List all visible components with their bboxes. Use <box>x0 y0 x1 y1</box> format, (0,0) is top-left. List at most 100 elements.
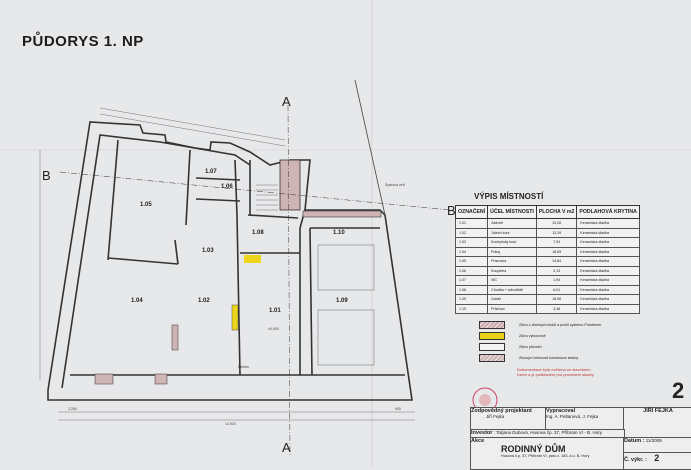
sheet-number: 2 <box>672 378 685 403</box>
table-cell: Jídelní kout <box>487 227 537 238</box>
section-marker-a: A <box>282 94 291 109</box>
section-marker-b: B <box>447 203 456 218</box>
company-cell: JIŘÍ FEJKA <box>623 407 691 439</box>
section-marker-b: B <box>42 168 51 183</box>
table-cell: 3,48 <box>535 303 578 314</box>
drawn-by-label: Vypracoval <box>546 408 576 414</box>
hatched-pier <box>171 324 179 351</box>
legend-swatch <box>479 332 505 340</box>
room-label: 1.04 <box>131 298 143 304</box>
table-cell: 18,96 <box>535 294 578 305</box>
table-cell: 1.07 <box>454 275 489 286</box>
action-cell: Akce RODINNÝ DŮM Husova č.p. 37, Příbram… <box>470 437 625 470</box>
investor-label: Investor <box>471 430 493 436</box>
table-cell: 14,84 <box>535 256 578 267</box>
legend-item: Zdivo vybourané <box>479 332 546 340</box>
dimension-label: 2.260 <box>68 407 77 411</box>
table-cell: Keramická dlažba <box>576 303 640 314</box>
overall-dimension: 14.920 <box>225 422 236 426</box>
table-cell: Pracovna <box>487 256 537 267</box>
table-cell: Garáž <box>487 294 537 305</box>
table-cell: 1.08 <box>454 284 489 295</box>
table-cell: Keramická dlažba <box>576 294 640 305</box>
table-cell: Keramická dlažba <box>576 275 640 286</box>
table-cell: 13,26 <box>535 218 578 229</box>
garage-outline <box>317 309 375 366</box>
date-value: 11/2009 <box>645 438 662 443</box>
drawing-number-cell: Č. výkr. : 2 <box>623 452 691 470</box>
room-label: 1.09 <box>336 298 348 304</box>
legend-item: Zdivo z cihelných bloků a prvků systému … <box>479 321 601 329</box>
legend-label: Zdivo vybourané <box>519 334 546 338</box>
table-cell: 13,39 <box>535 227 578 238</box>
section-line-a <box>287 104 291 456</box>
hatched-pier <box>94 373 114 385</box>
legend-label: Zdivo původní <box>519 345 542 349</box>
room-table-title: VÝPIS MÍSTNOSTÍ <box>474 192 544 201</box>
room-label: 1.07 <box>205 169 217 175</box>
table-cell: 1.04 <box>454 246 489 257</box>
table-cell: 6,01 <box>535 284 578 295</box>
page-title: PŮDORYS 1. NP <box>22 33 144 50</box>
hatched-wall <box>302 210 382 218</box>
legend-item: Ztužující betonové konstrukce stavby <box>479 354 578 362</box>
table-cell: Keramická dlažba <box>576 218 640 229</box>
table-header-row: OZNAČENÍ ÚČEL MÍSTNOSTI PLOCHA V m2 PODL… <box>454 205 640 219</box>
column-header: PLOCHA V m2 <box>535 205 578 219</box>
table-cell: 1.09 <box>454 294 489 305</box>
table-cell: 1,94 <box>535 275 578 286</box>
table-cell: 1.03 <box>454 237 489 248</box>
room-label: 1.05 <box>140 202 152 208</box>
table-cell: 3,13 <box>535 265 578 276</box>
legend-label: Ztužující betonové konstrukce stavby <box>519 356 579 360</box>
project-title: RODINNÝ DŮM <box>501 444 566 454</box>
garage-outline <box>317 244 375 291</box>
approval-stamp-text: Dokumentace byla ověřena ve stavebním ří… <box>517 367 594 377</box>
drawing-number: 2 <box>654 453 660 463</box>
hatched-pier <box>154 373 168 385</box>
hatched-wall <box>279 159 301 211</box>
company-name: JIŘÍ FEJKA <box>643 408 673 414</box>
section-line-b <box>59 171 451 211</box>
room-label: 1.02 <box>198 298 210 304</box>
room-label: 1.06 <box>221 184 233 190</box>
table-cell: Keramická dlažba <box>576 246 640 257</box>
legend-item: Zdivo původní <box>479 343 542 351</box>
dimension-lines <box>39 107 415 421</box>
legend-swatch <box>479 343 505 351</box>
project-address: Husova č.p. 37, Příbram VI, parc.č. 183,… <box>501 454 590 458</box>
legend-swatch <box>479 321 505 329</box>
table-cell: Keramická dlažba <box>576 237 640 248</box>
table-cell: Koupelna <box>487 265 537 276</box>
table-cell: Pokoj <box>487 246 537 257</box>
dimension-label: 900 <box>395 407 401 411</box>
investor-value: Taťjana Dubová, Husova čp. 37, Příbram V… <box>496 430 603 435</box>
section-marker-a: A <box>282 440 291 455</box>
designer-name: Jiří Fejka <box>486 414 505 419</box>
designer-label: Zodpovědný projektant <box>471 408 532 414</box>
table-cell: 7,94 <box>535 237 578 248</box>
table-cell: 1.02 <box>454 227 489 238</box>
room-label: 1.01 <box>269 308 281 314</box>
legend-label: Zdivo z cihelných bloků a prvků systému … <box>519 323 602 327</box>
table-cell: Zádveří <box>487 218 537 229</box>
table-cell: 1.10 <box>454 303 489 314</box>
table-cell: 1.05 <box>454 256 489 267</box>
table-cell: Chodba + schodiště <box>487 284 537 295</box>
table-cell: Keramická dlažba <box>576 227 640 238</box>
date-label: Datum : <box>624 438 645 444</box>
level-label: ±0,000 <box>268 327 279 331</box>
table-cell: Keramická dlažba <box>576 284 640 295</box>
room-label: 1.10 <box>333 230 345 236</box>
staircase <box>256 184 278 211</box>
room-label: 1.08 <box>252 230 264 236</box>
